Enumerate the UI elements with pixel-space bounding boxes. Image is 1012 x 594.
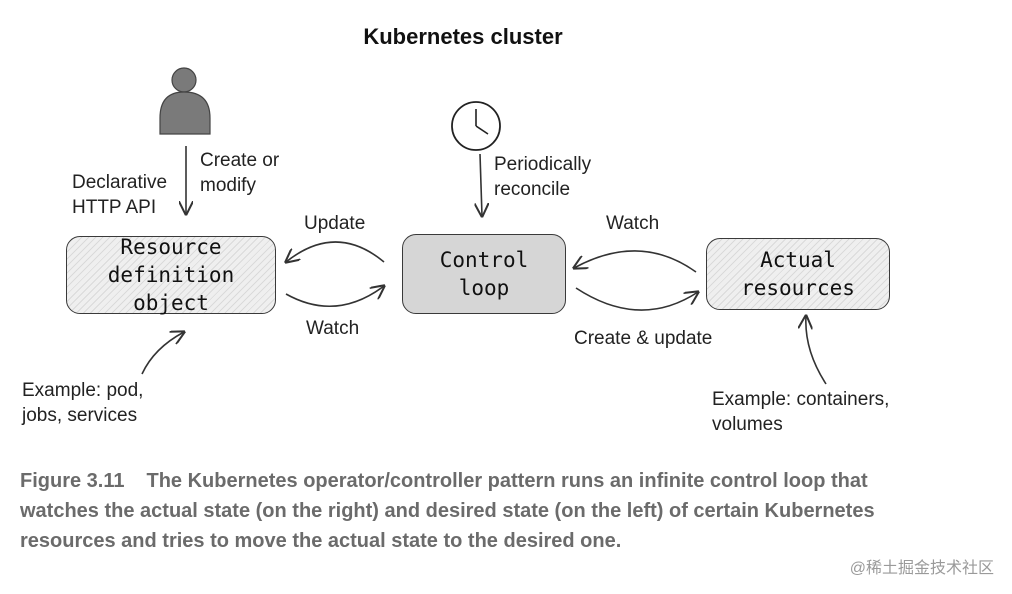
watch-right-arrow (574, 250, 697, 273)
update-arrow (286, 241, 385, 262)
watch-left-arrow (285, 286, 384, 308)
actual-resources-node: Actual resources (706, 238, 890, 310)
watch-left-label: Watch (306, 318, 360, 339)
control-loop-node: Control loop (402, 234, 566, 314)
declarative-api-label: Declarative HTTP API (72, 172, 168, 218)
example-right-arrow (806, 316, 827, 385)
caption-text: The Kubernetes operator/controller patte… (20, 470, 875, 552)
clock-icon (451, 101, 501, 151)
example-left-arrow (141, 332, 184, 375)
watch-right-label: Watch (606, 213, 660, 234)
watermark: @稀土掘金技术社区 (849, 560, 994, 577)
example-right-label: Example: containers, volumes (712, 389, 890, 435)
person-icon (159, 67, 211, 135)
figure-number: Figure 3.11 (20, 470, 125, 492)
create-update-label: Create & update (574, 328, 713, 349)
create-or-modify-label: Create or modify (200, 150, 280, 196)
create-update-arrow (575, 287, 698, 311)
resource-definition-node: Resource definition object (66, 235, 276, 315)
example-left-label: Example: pod, jobs, services (22, 380, 144, 426)
reconcile-arrow (480, 153, 482, 216)
periodically-reconcile-label: Periodically reconcile (494, 154, 592, 200)
diagram-title: Kubernetes cluster (363, 24, 563, 49)
update-label: Update (304, 213, 366, 234)
